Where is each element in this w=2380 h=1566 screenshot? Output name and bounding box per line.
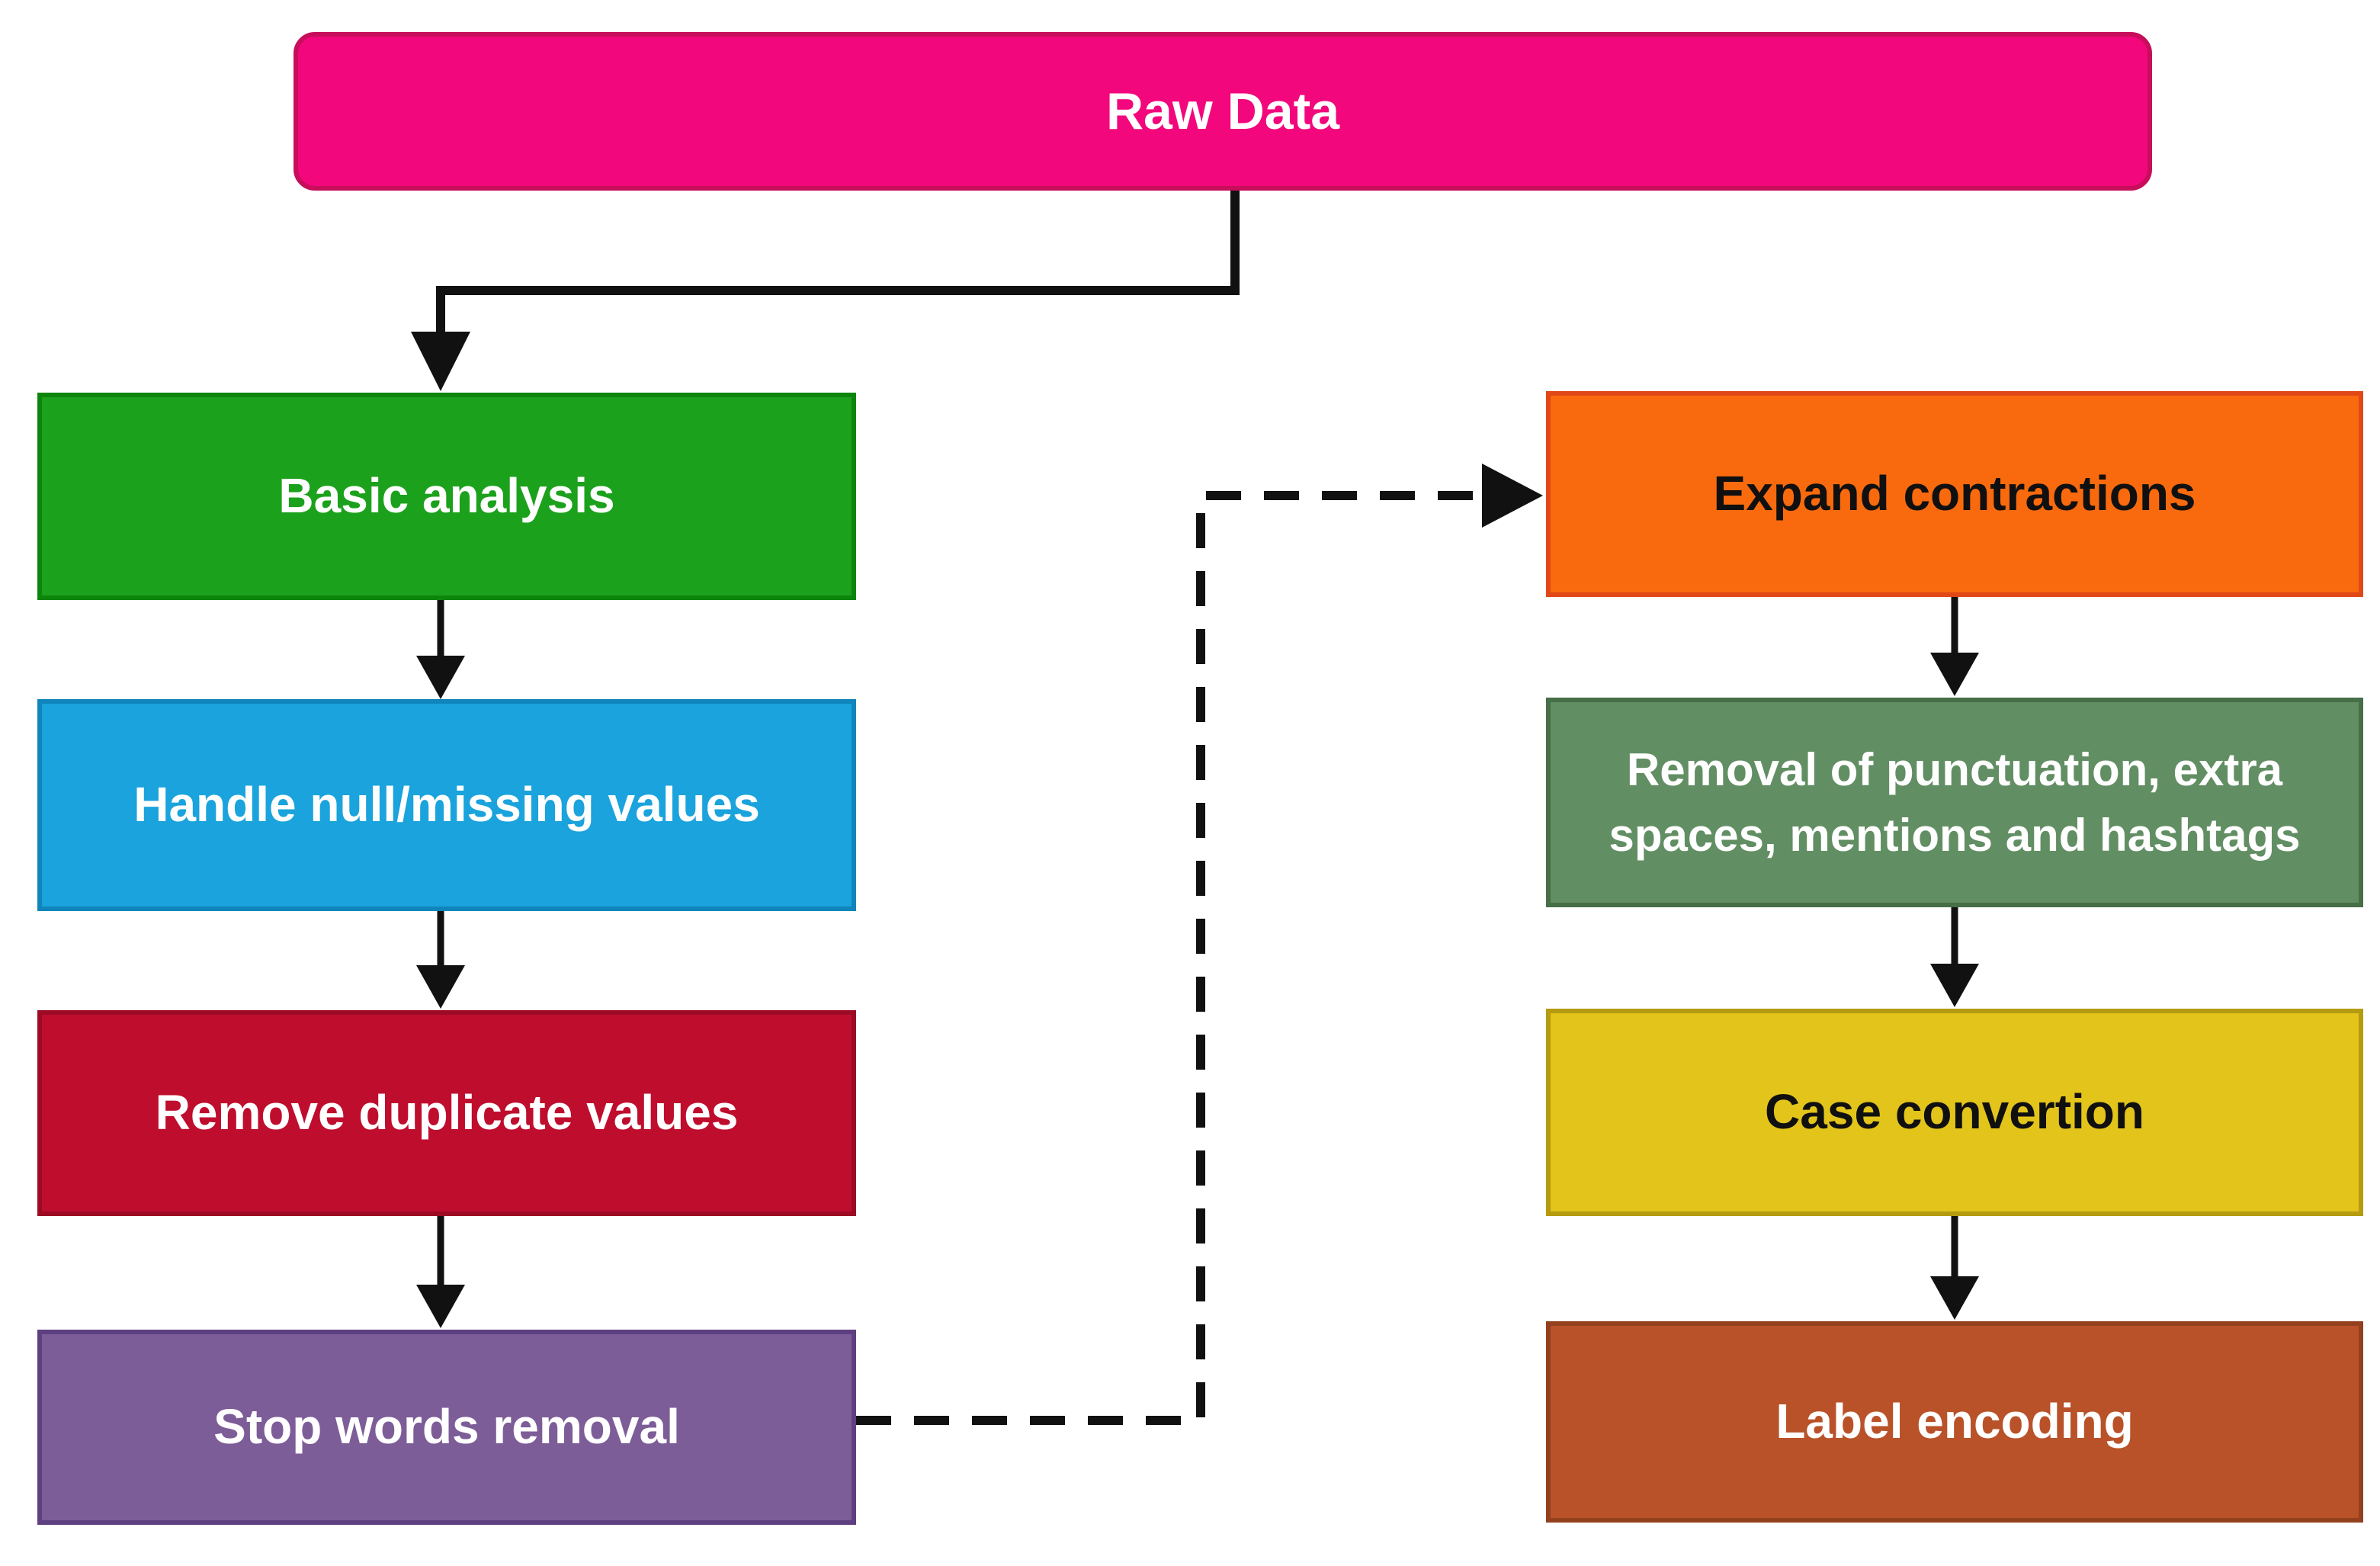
arrowhead-expand-to-punctuation	[1930, 653, 1979, 696]
arrowhead-basic-to-null	[416, 656, 465, 699]
node-basic-analysis: Basic analysis	[37, 393, 856, 600]
arrowhead-stopwords-to-expand	[1482, 464, 1543, 528]
node-label-encoding: Label encoding	[1546, 1321, 2363, 1523]
arrowhead-punctuation-to-case	[1930, 964, 1979, 1007]
node-removal-punctuation: Removal of punctuation, extra spaces, me…	[1546, 698, 2363, 907]
edge-raw-to-basic	[436, 191, 1240, 335]
node-remove-duplicates: Remove duplicate values	[37, 1010, 856, 1216]
node-expand-contractions: Expand contractions	[1546, 391, 2363, 597]
arrowhead-duplicate-to-stopwords	[416, 1285, 465, 1328]
node-raw-data: Raw Data	[293, 32, 2152, 191]
node-handle-null-missing: Handle null/missing values	[37, 699, 856, 911]
arrowhead-raw-to-basic	[411, 332, 470, 391]
arrowhead-case-to-label	[1930, 1276, 1979, 1320]
node-stop-words-removal: Stop words removal	[37, 1330, 856, 1525]
arrowhead-null-to-duplicate	[416, 965, 465, 1009]
node-case-convertion: Case convertion	[1546, 1009, 2363, 1216]
edge-stopwords-to-expand	[856, 491, 1483, 1425]
